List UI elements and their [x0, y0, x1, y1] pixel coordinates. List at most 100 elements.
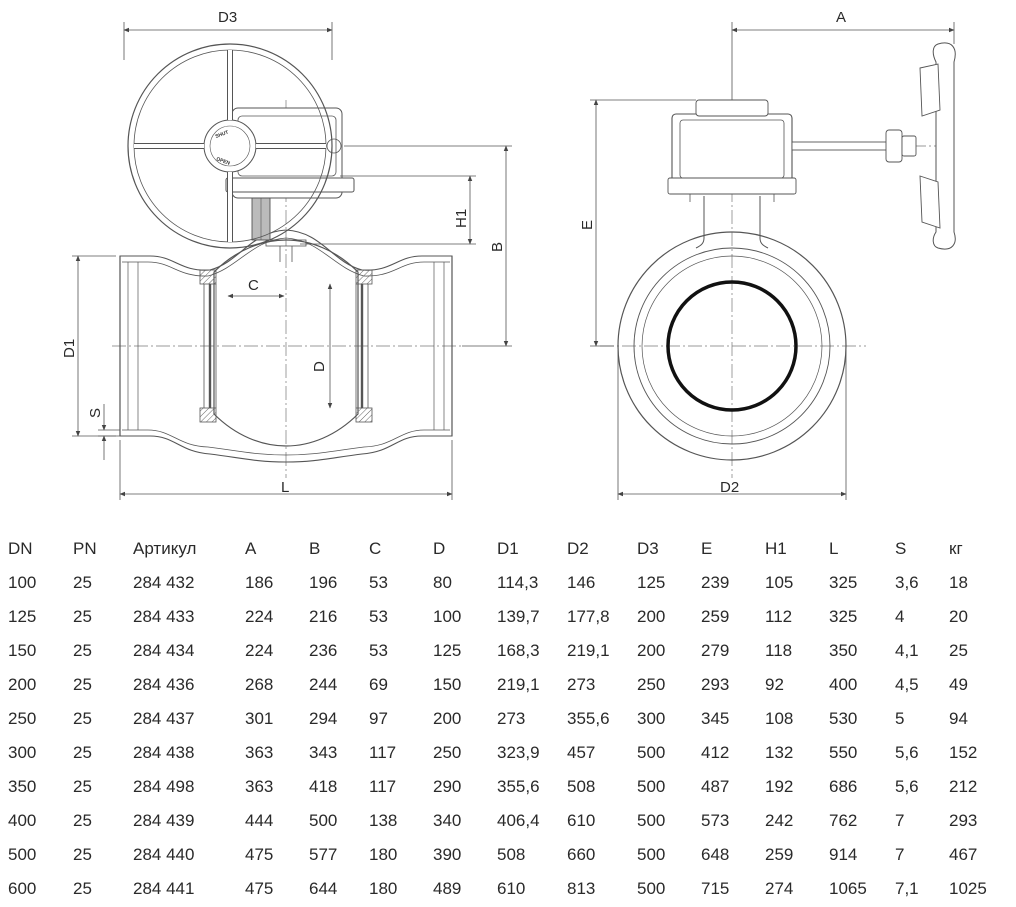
table-cell: 284 440 — [133, 845, 195, 864]
table-cell: 284 498 — [133, 777, 195, 796]
handwheel-shut-label: SHUT — [215, 130, 230, 140]
table-cell: 53 — [369, 641, 388, 660]
table-cell: 500 — [637, 777, 666, 796]
table-cell: 112 — [765, 607, 793, 626]
table-cell: 132 — [765, 743, 794, 762]
front-view-dimensions — [590, 22, 955, 500]
table-cell: 457 — [567, 743, 596, 762]
pipe-outer — [617, 231, 847, 461]
table-cell: 216 — [309, 607, 338, 626]
table-cell: 500 — [637, 743, 666, 762]
table-cell: 279 — [701, 641, 730, 660]
table-cell: 274 — [765, 879, 794, 898]
table-cell: 200 — [8, 675, 37, 694]
table-cell: 475 — [245, 845, 274, 864]
table-cell: 550 — [829, 743, 858, 762]
seat-right — [355, 269, 373, 285]
table-cell: 118 — [765, 641, 793, 660]
table-cell: 244 — [309, 675, 338, 694]
dim-c-label: C — [248, 277, 259, 294]
table-cell: 196 — [309, 573, 338, 592]
table-cell: 325 — [829, 573, 858, 592]
table-cell: 200 — [637, 641, 666, 660]
table-cell: 7 — [895, 811, 905, 830]
dim-h1-label: H1 — [453, 209, 470, 228]
table-cell: 25 — [73, 879, 92, 898]
table-cell: 219,1 — [497, 675, 540, 694]
handwheel-open-label: OPEN — [215, 156, 231, 167]
column-header: Артикул — [133, 539, 197, 558]
table-cell: 290 — [433, 777, 462, 796]
table-cell: 610 — [497, 879, 526, 898]
table-cell: 284 436 — [133, 675, 195, 694]
table-cell: 100 — [433, 607, 462, 626]
table-cell: 125 — [637, 573, 666, 592]
table-cell: 467 — [949, 845, 978, 864]
table-cell: 224 — [245, 641, 274, 660]
table-cell: 345 — [701, 709, 730, 728]
side-view-dimensions — [72, 22, 512, 500]
table-cell: 715 — [701, 879, 730, 898]
table-cell: 250 — [433, 743, 462, 762]
table-cell: 508 — [567, 777, 596, 796]
table-cell: 180 — [369, 845, 398, 864]
column-header: C — [369, 539, 382, 558]
dim-a-label: A — [836, 9, 846, 26]
table-cell: 489 — [433, 879, 462, 898]
table-cell: 3,6 — [895, 573, 919, 592]
table-cell: 300 — [637, 709, 666, 728]
table-cell: 363 — [245, 743, 274, 762]
table-cell: 150 — [433, 675, 462, 694]
table-cell: 530 — [829, 709, 858, 728]
table-cell: 577 — [309, 845, 338, 864]
table-cell: 259 — [701, 607, 730, 626]
column-header: E — [701, 539, 713, 558]
dim-d-label: D — [311, 361, 328, 372]
table-cell: 139,7 — [497, 607, 540, 626]
table-cell: 284 439 — [133, 811, 195, 830]
column-header: кг — [949, 539, 963, 558]
table-cell: 762 — [829, 811, 858, 830]
table-cell: 146 — [567, 573, 596, 592]
table-cell: 25 — [73, 743, 92, 762]
table-cell: 5,6 — [895, 777, 919, 796]
table-cell: 293 — [949, 811, 978, 830]
table-cell: 138 — [369, 811, 398, 830]
dim-d2-label: D2 — [720, 479, 739, 496]
column-header: D2 — [567, 539, 589, 558]
table-cell: 273 — [497, 709, 526, 728]
table-cell: 219,1 — [567, 641, 610, 660]
table-cell: 97 — [369, 709, 388, 728]
table-cell: 284 438 — [133, 743, 195, 762]
column-header: L — [829, 539, 839, 558]
table-cell: 7 — [895, 845, 905, 864]
table-cell: 444 — [245, 811, 274, 830]
table-cell: 268 — [245, 675, 274, 694]
table-cell: 300 — [8, 743, 37, 762]
table-cell: 25 — [73, 811, 92, 830]
table-cell: 53 — [369, 607, 388, 626]
table-cell: 117 — [369, 743, 397, 762]
table-cell: 363 — [245, 777, 274, 796]
column-header: D1 — [497, 539, 519, 558]
table-cell: 100 — [8, 573, 37, 592]
table-cell: 49 — [949, 675, 968, 694]
table-cell: 648 — [701, 845, 730, 864]
table-cell: 69 — [369, 675, 388, 694]
table-cell: 284 437 — [133, 709, 195, 728]
table-cell: 105 — [765, 573, 794, 592]
table-cell: 4,5 — [895, 675, 919, 694]
dim-d1-label: D1 — [61, 339, 78, 358]
table-cell: 813 — [567, 879, 596, 898]
column-header: S — [895, 539, 907, 558]
table-cell: 25 — [73, 777, 92, 796]
table-cell: 500 — [637, 845, 666, 864]
